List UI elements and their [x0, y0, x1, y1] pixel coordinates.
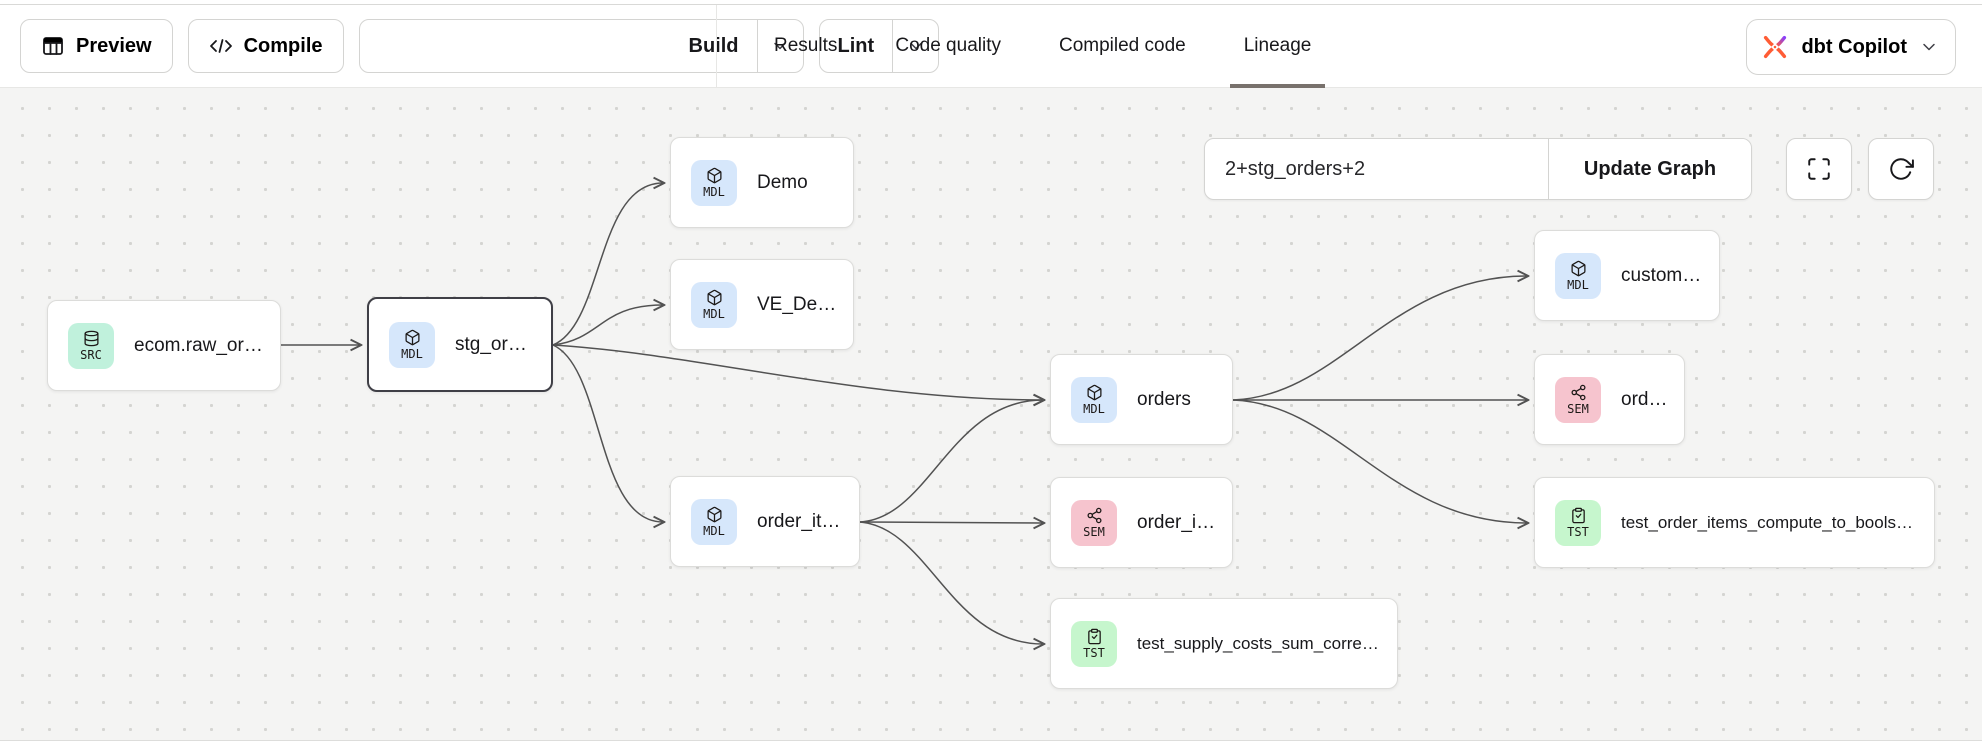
edge-stg-orders-demo [553, 183, 663, 345]
model-badge: MDL [691, 499, 737, 545]
preview-button-label: Preview [76, 35, 152, 58]
tab-code-quality[interactable]: Code quality [895, 5, 1001, 87]
node-order-items[interactable]: MDL order_items [670, 476, 860, 567]
database-icon [83, 330, 100, 347]
tab-results[interactable]: Results [774, 5, 837, 87]
lineage-canvas[interactable]: SRC ecom.raw_orders MDL stg_orders MDL D… [0, 88, 1982, 740]
clipboard-check-icon [1570, 507, 1587, 524]
header-divider [716, 5, 717, 87]
test-badge: TST [1071, 621, 1117, 667]
model-badge: MDL [691, 160, 737, 206]
result-tabs: Results Code quality Compiled code Linea… [774, 5, 1311, 87]
fullscreen-icon [1806, 156, 1832, 182]
compile-button-label: Compile [244, 35, 323, 58]
preview-button[interactable]: Preview [20, 19, 173, 73]
tab-compiled-code[interactable]: Compiled code [1059, 5, 1186, 87]
node-customers[interactable]: MDL customers [1534, 230, 1720, 321]
edge-order-items-test-supply [860, 522, 1043, 644]
dbt-copilot-label: dbt Copilot [1801, 36, 1907, 59]
compile-button[interactable]: Compile [188, 19, 344, 73]
node-test-order-items[interactable]: TST test_order_items_compute_to_bools_c.… [1534, 477, 1935, 568]
cube-icon [706, 506, 723, 523]
dbt-copilot-button[interactable]: dbt Copilot [1746, 19, 1956, 75]
chevron-down-icon [1919, 37, 1939, 57]
semantic-model-badge: SEM [1071, 500, 1117, 546]
node-test-supply-costs[interactable]: TST test_supply_costs_sum_correctly [1050, 598, 1398, 689]
cube-icon [404, 329, 421, 346]
node-order-item-semantic[interactable]: SEM order_item [1050, 477, 1233, 568]
edge-stg-orders-ve-demo [553, 305, 663, 345]
cube-icon [1570, 260, 1587, 277]
fullscreen-button[interactable] [1786, 138, 1852, 200]
build-button-label: Build [689, 35, 739, 58]
edge-orders-customers [1233, 276, 1527, 400]
semantic-model-badge: SEM [1555, 377, 1601, 423]
edge-stg-orders-order-items [553, 345, 663, 522]
share-nodes-icon [1086, 507, 1103, 524]
node-orders-model[interactable]: MDL orders [1050, 354, 1233, 445]
dbt-copilot-icon [1761, 33, 1789, 61]
table-icon [41, 34, 65, 58]
model-badge: MDL [691, 282, 737, 328]
panel-bottom-edge [0, 740, 1982, 748]
clipboard-check-icon [1086, 628, 1103, 645]
node-ecom-raw-orders[interactable]: SRC ecom.raw_orders [47, 300, 281, 391]
build-button[interactable]: Build [360, 20, 757, 72]
tab-lineage[interactable]: Lineage [1244, 5, 1312, 87]
update-graph-button[interactable]: Update Graph [1549, 139, 1751, 199]
build-split-button: Build [359, 19, 804, 73]
edge-order-items-orders [860, 400, 1043, 522]
model-badge: MDL [1071, 377, 1117, 423]
lineage-selector-input[interactable] [1205, 139, 1549, 199]
node-stg-orders[interactable]: MDL stg_orders [367, 297, 553, 392]
node-demo[interactable]: MDL Demo [670, 137, 854, 228]
source-badge: SRC [68, 323, 114, 369]
refresh-icon [1888, 156, 1914, 182]
node-orders-semantic[interactable]: SEM orders [1534, 354, 1685, 445]
cube-icon [706, 167, 723, 184]
edge-order-items-order-item [860, 522, 1043, 523]
code-icon [209, 34, 233, 58]
cube-icon [706, 289, 723, 306]
lineage-selector-group: Update Graph [1204, 138, 1752, 200]
edge-stg-orders-orders [553, 345, 1043, 400]
refresh-graph-button[interactable] [1868, 138, 1934, 200]
share-nodes-icon [1570, 384, 1587, 401]
test-badge: TST [1555, 500, 1601, 546]
edge-orders-test-order-items [1233, 400, 1527, 523]
node-ve-demo[interactable]: MDL VE_Demo [670, 259, 854, 350]
cube-icon [1086, 384, 1103, 401]
lineage-header: Preview Compile Build Lint Results [0, 5, 1982, 88]
model-badge: MDL [389, 322, 435, 368]
model-badge: MDL [1555, 253, 1601, 299]
